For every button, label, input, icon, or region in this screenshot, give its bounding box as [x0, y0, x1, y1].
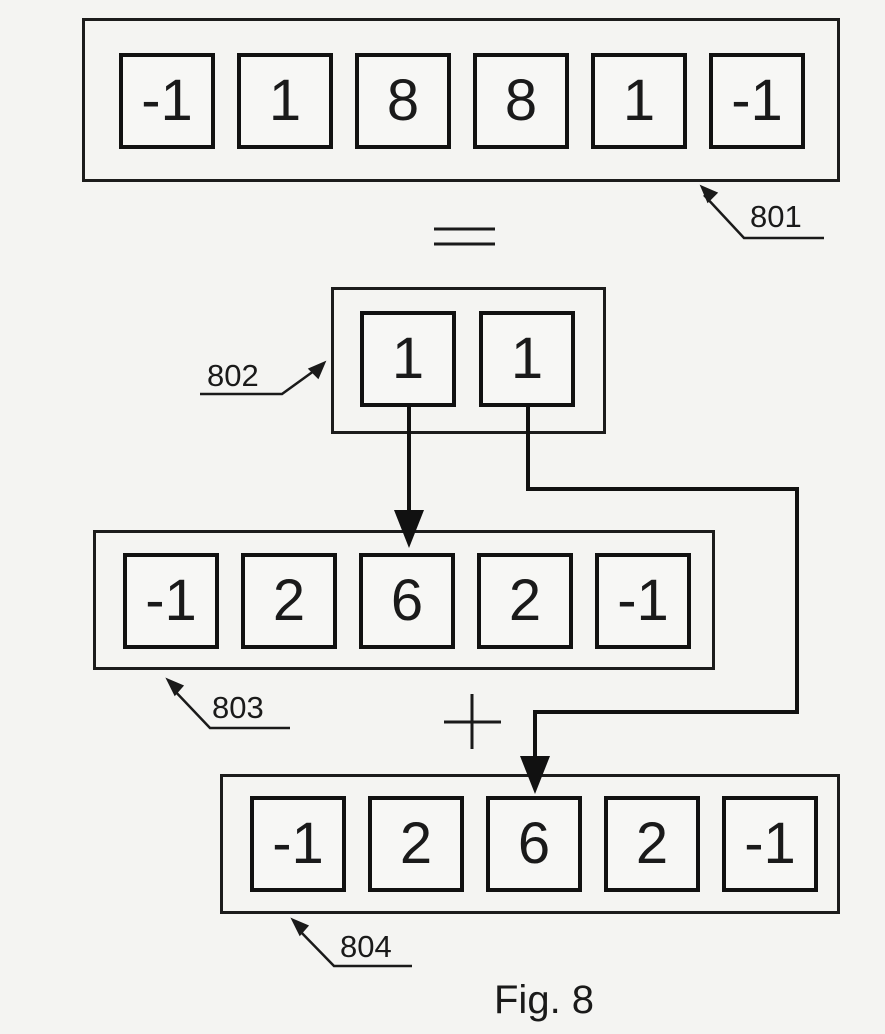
- label-801: 801: [750, 199, 802, 234]
- filter-803-cell-4: 2: [477, 553, 573, 649]
- filter-804-cell-4: 2: [604, 796, 700, 892]
- plus-sign-icon: [444, 694, 501, 749]
- filter-804-cell-5: -1: [722, 796, 818, 892]
- filter-801-cell-2: 1: [237, 53, 333, 149]
- filter-804-cell-2: 2: [368, 796, 464, 892]
- leader-801: [699, 184, 824, 240]
- filter-804-cell-3: 6: [486, 796, 582, 892]
- filter-group-801: [82, 18, 840, 182]
- filter-803-cell-5: -1: [595, 553, 691, 649]
- equals-sign-icon: [434, 227, 495, 246]
- leader-803: [165, 677, 290, 730]
- arrow-802-to-803: [394, 407, 424, 548]
- filter-801-cell-1: -1: [119, 53, 215, 149]
- filter-802-cell-2: 1: [479, 311, 575, 407]
- leader-804: [290, 917, 412, 968]
- filter-801-cell-3: 8: [355, 53, 451, 149]
- arrow-802-to-804: [520, 407, 799, 794]
- filter-803-cell-2: 2: [241, 553, 337, 649]
- filter-803-cell-1: -1: [123, 553, 219, 649]
- filter-group-802: [331, 287, 606, 434]
- label-803: 803: [212, 690, 264, 725]
- label-802: 802: [207, 358, 259, 393]
- figure-caption: Fig. 8: [494, 978, 595, 1022]
- filter-802-cell-1: 1: [360, 311, 456, 407]
- filter-801-cell-5: 1: [591, 53, 687, 149]
- filter-803-cell-3: 6: [359, 553, 455, 649]
- leader-802: [200, 360, 327, 396]
- filter-804-cell-1: -1: [250, 796, 346, 892]
- filter-801-cell-6: -1: [709, 53, 805, 149]
- label-804: 804: [340, 929, 392, 964]
- filter-801-cell-4: 8: [473, 53, 569, 149]
